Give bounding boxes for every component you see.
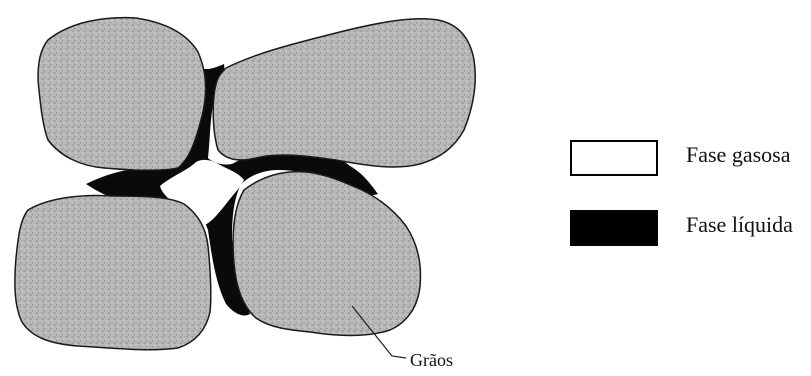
grain-top-right — [213, 19, 475, 167]
grain-top-left — [38, 18, 205, 171]
legend-liquid-swatch — [570, 210, 658, 246]
legend-gas-label: Fase gasosa — [686, 142, 790, 168]
legend-liquid-label: Fase líquida — [686, 212, 793, 238]
grain-label: Grãos — [410, 350, 453, 371]
legend-gas-swatch — [570, 140, 658, 176]
grain-bottom-right — [233, 172, 420, 336]
grain-bottom-left — [15, 196, 211, 350]
